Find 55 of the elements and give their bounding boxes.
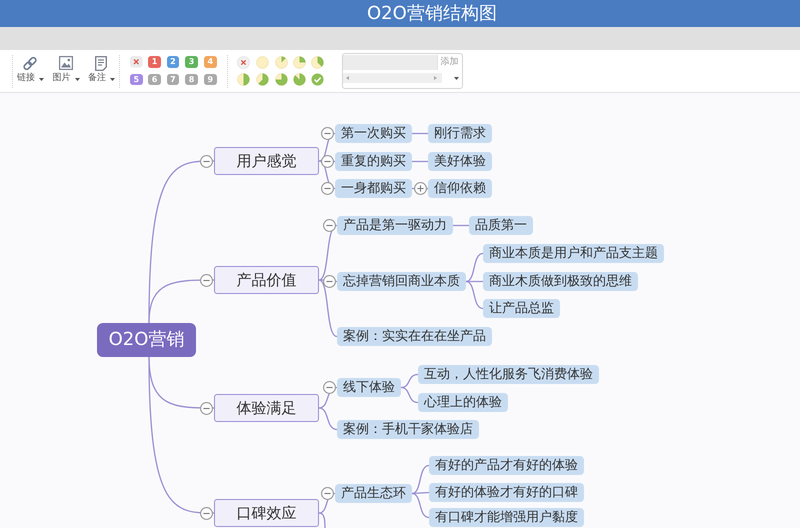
connector-line (318, 279, 338, 338)
subtopic-box: 有好的产品才有好的体验 (429, 456, 584, 475)
add-button: 添加 (437, 54, 461, 70)
connector-line (412, 492, 430, 518)
subtopic-box: 商业本质是用户和产品支主题 (483, 244, 664, 263)
connector-line (412, 464, 430, 494)
connector-line (318, 492, 336, 514)
connector-line (466, 252, 484, 282)
subtopic-box: 第一次购买 (335, 124, 412, 143)
subtopic-box: 产品生态环 (335, 484, 412, 503)
toolbar-label: 图片 (52, 73, 70, 83)
subtopic-box: 忘掉营销回商业本质 (337, 272, 466, 291)
subtopic-box: 重复的购买 (335, 152, 412, 171)
root-box: O2O营销 (97, 323, 196, 357)
connector-line (318, 512, 326, 528)
branch-box: 产品价值 (214, 266, 319, 294)
connector-line (318, 386, 338, 409)
subtopic-box: 产品是第一驱动力 (337, 216, 453, 235)
subtopic-box: 案例：实实在在在坐产品 (337, 327, 492, 346)
connector-line (148, 279, 214, 324)
subtopic-box: 案例：手机干家体验店 (337, 420, 479, 439)
connector-line (466, 280, 484, 310)
connector-line (466, 280, 483, 282)
subtopic-box: 品质第一 (469, 216, 533, 235)
branch-box: 用户感觉 (214, 147, 319, 175)
subtopic-box: 美好体验 (428, 152, 492, 171)
connector-line (400, 386, 418, 404)
subtopic-box: 一身都购买 (335, 179, 412, 198)
subtopic-box: 互动，人性化服务飞消费体验 (418, 365, 599, 384)
connector-line (318, 407, 338, 430)
subtopic-box: 线下体验 (337, 378, 401, 397)
branch-box: 口碑效应 (214, 499, 319, 527)
toolbar-label: 链接 (17, 73, 35, 83)
connector-line (453, 224, 469, 226)
subtopic-box: 有好的体验才有好的口碑 (429, 483, 584, 502)
priority-badge: 3 (185, 56, 198, 68)
subtopic-box: 信仰依赖 (428, 179, 492, 198)
subtopic-box: 刚行需求 (428, 124, 492, 143)
priority-badge: 1 (148, 56, 161, 68)
toolbar-label: 备注 (88, 73, 106, 83)
subtopic-box: 商业木质做到极致的思维 (483, 272, 638, 291)
connector-line (318, 132, 336, 162)
priority-badge: 4 (204, 56, 216, 68)
branch-box: 体验满足 (214, 394, 319, 422)
connector-line (412, 492, 430, 494)
connector-line (412, 132, 428, 134)
subtopic-box: 有口碑才能增强用户黏度 (429, 508, 584, 527)
subtopic-box: 让产品总监 (483, 299, 560, 318)
title-text: O2O营销结构图 (367, 2, 497, 25)
connector-line (412, 160, 428, 162)
connector-line (400, 374, 418, 388)
connector-line (318, 224, 338, 281)
connector-line (148, 357, 214, 514)
subtopic-box: 心理上的体验 (418, 393, 508, 412)
connector-line (318, 160, 336, 190)
